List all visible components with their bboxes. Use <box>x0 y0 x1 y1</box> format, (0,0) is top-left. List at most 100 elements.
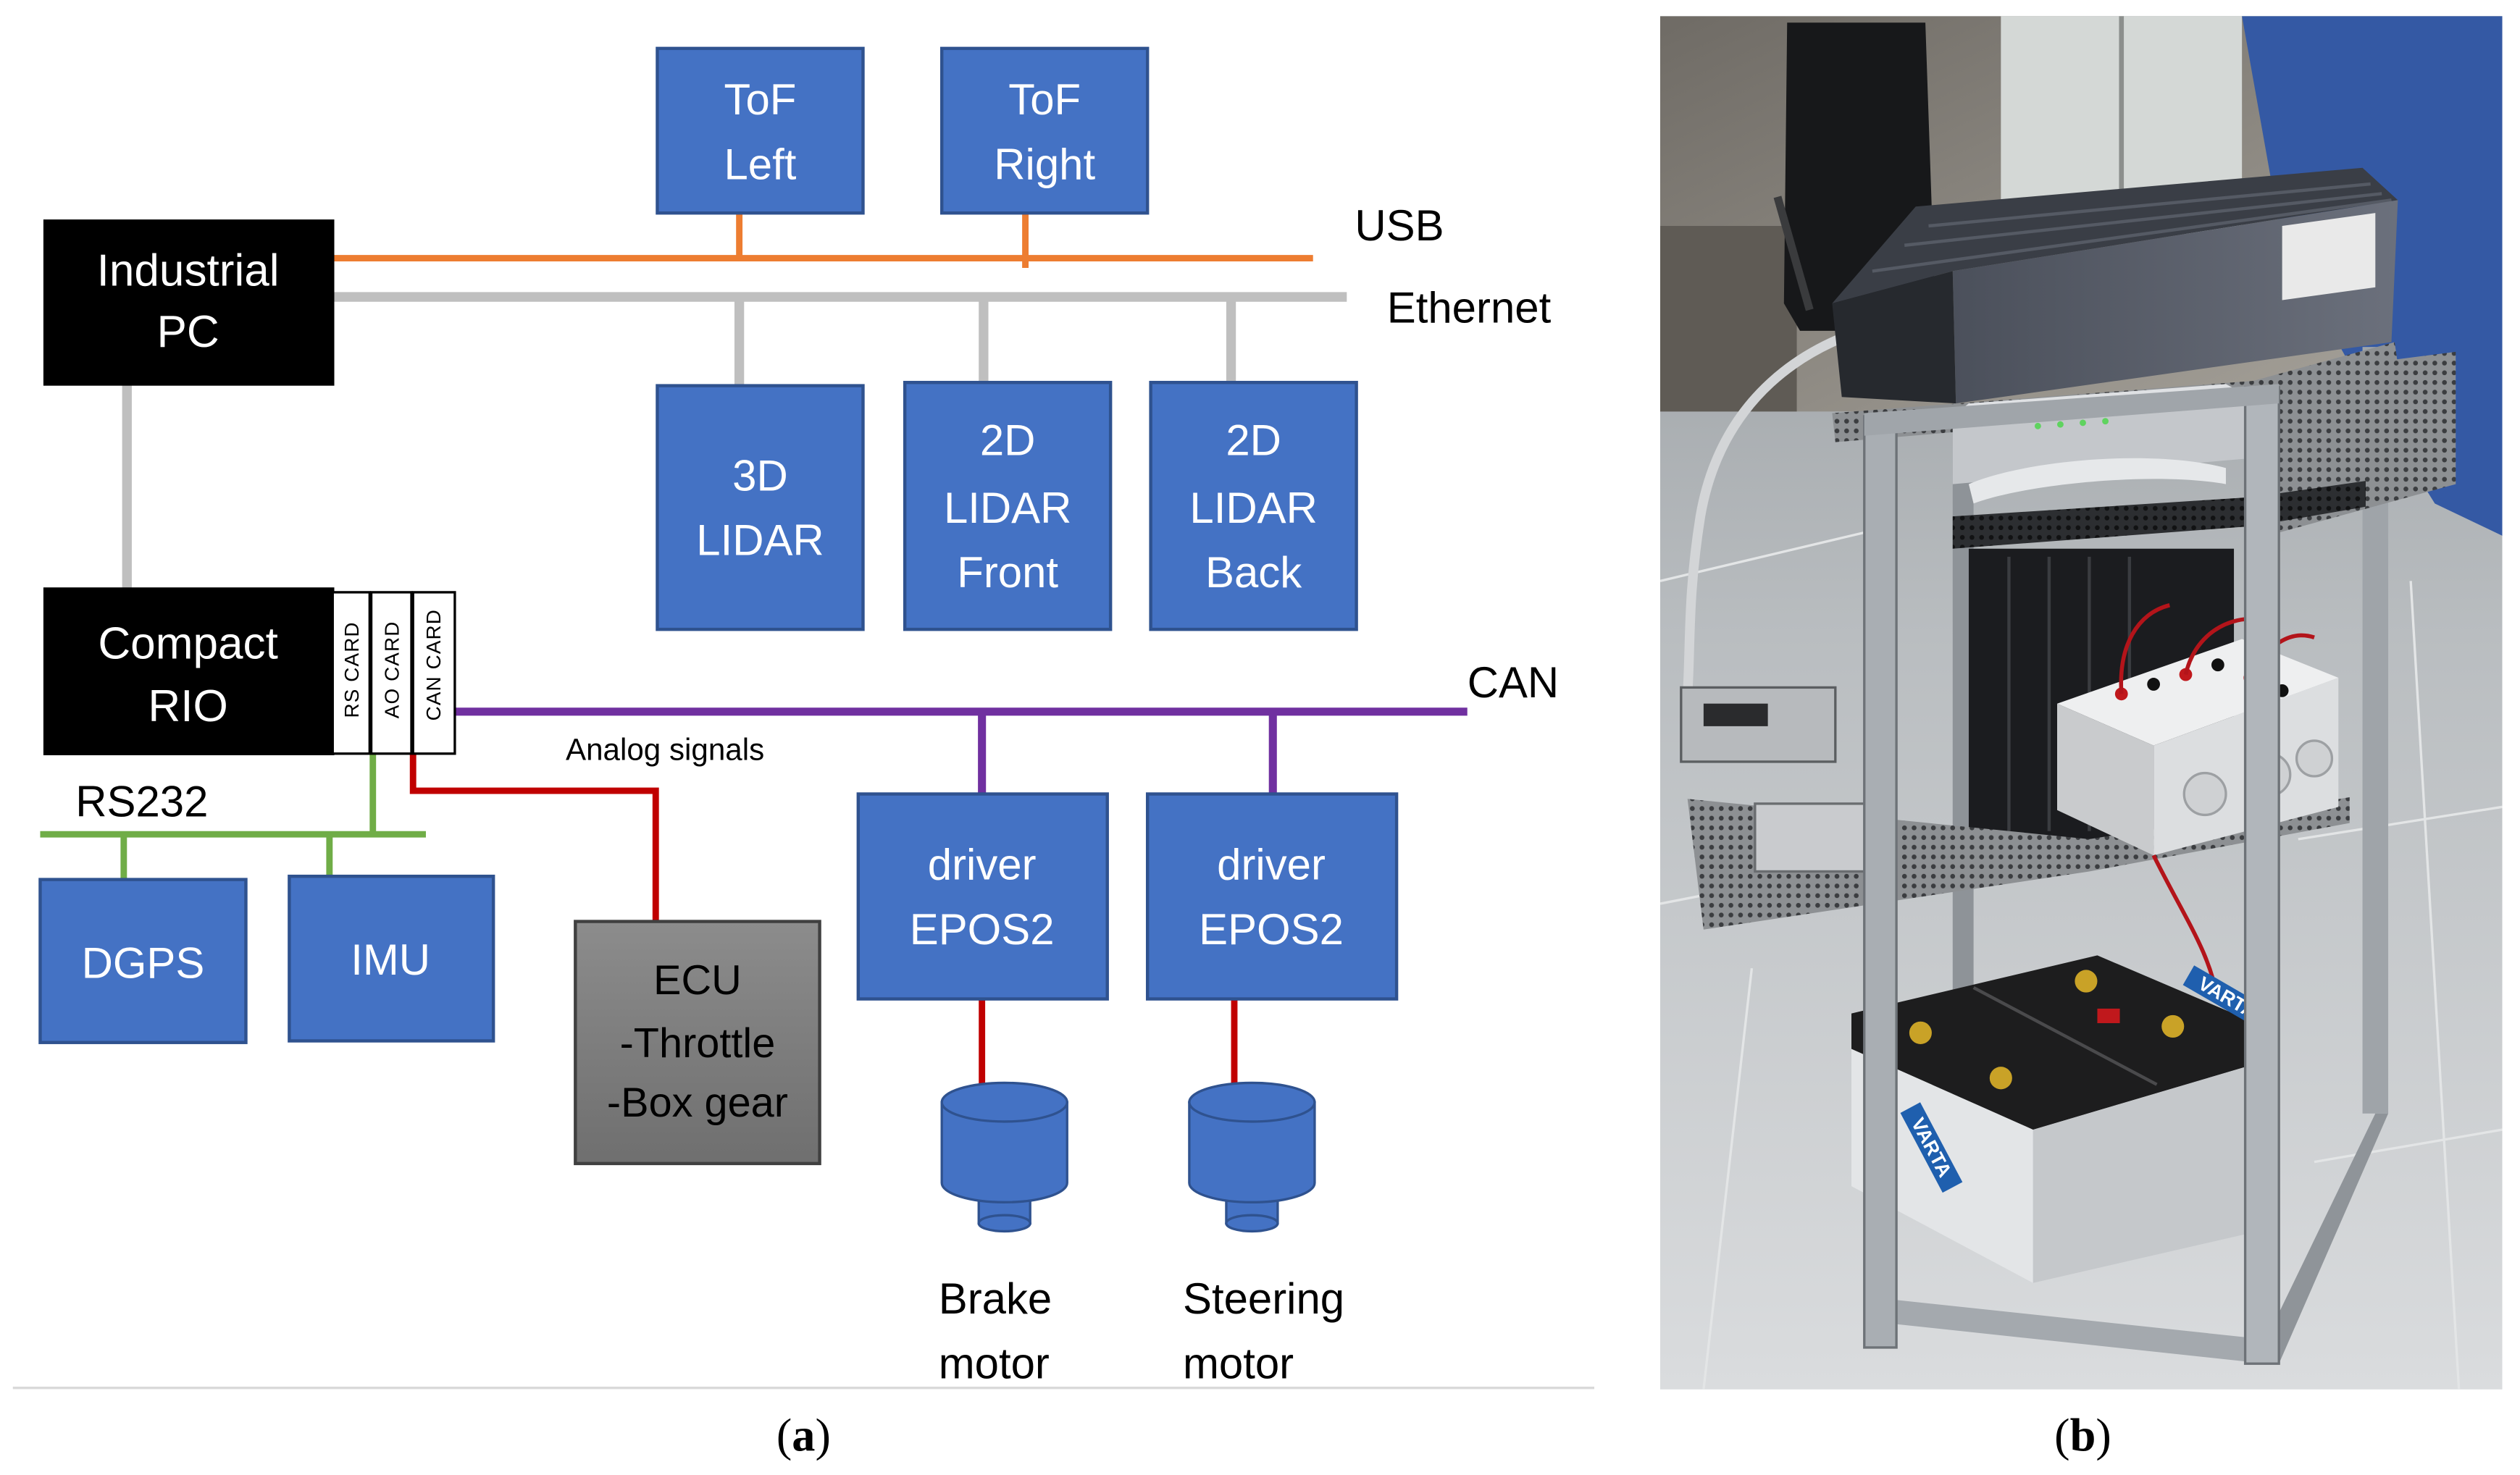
tof-left-label-line-1: ToF <box>724 75 797 124</box>
analog-signal-line-group: Analog signals <box>409 733 764 922</box>
photo-grey-cable <box>1683 314 1906 694</box>
compact-rio-node: Compact RIO RS CARD AO CARD CAN CARD <box>43 587 456 756</box>
switch-led <box>2057 421 2064 428</box>
lidar-2d-back-label-line-3: Back <box>1205 548 1302 597</box>
rs-card-slot <box>331 591 371 755</box>
tof-left-label-line-2: Left <box>724 140 797 188</box>
rack-bottom-frame-side <box>2266 1113 2389 1364</box>
battery-terminal <box>1989 1067 2012 1090</box>
brake-motor-shaft-end <box>977 1214 1031 1233</box>
photo-switch-leds <box>2034 418 2109 429</box>
switch-led <box>2102 418 2109 425</box>
brake-motor-top <box>940 1081 1068 1123</box>
compact-rio-label-line-2: RIO <box>148 681 227 731</box>
brake-motor-label-line-1: Brake <box>939 1274 1052 1323</box>
photo-battery-front-right <box>2033 1056 2280 1283</box>
pc-fin <box>1872 198 2392 273</box>
photo-router <box>1968 458 2226 504</box>
driver-steering-label-line-2: EPOS2 <box>1199 905 1344 954</box>
photo-junction-box-side <box>2057 703 2154 856</box>
tof-right-box <box>939 46 1150 215</box>
caption-a-open: ( <box>776 1409 792 1461</box>
ecu-node: ECU -Throttle -Box gear <box>574 920 821 1166</box>
usb-bus: USB <box>332 201 1444 268</box>
ethernet-bus: Ethernet <box>122 284 1552 589</box>
ecu-label-line-1: ECU <box>653 957 742 1004</box>
caption-a-letter: a <box>792 1409 815 1461</box>
floor-tile-line <box>2314 1128 2503 1164</box>
tof-right-node: ToF Right <box>939 46 1150 215</box>
lidar-2d-front-box <box>903 380 1113 631</box>
ethernet-label: Ethernet <box>1387 284 1552 332</box>
steering-motor-shaft-end <box>1225 1214 1279 1233</box>
imu-node: IMU <box>288 874 495 1043</box>
photo-shelf-device <box>1754 802 1869 873</box>
industrial-pc-label-line-1: Industrial <box>97 245 280 295</box>
usb-label: USB <box>1355 201 1444 250</box>
steering-motor-body <box>1188 1101 1316 1204</box>
photo-pc-sticker <box>2282 213 2376 301</box>
can-bus: CAN <box>454 658 1559 794</box>
driver-steering-box <box>1145 792 1399 1001</box>
panel-a-diagram: USB Ethernet CAN Analog signals RS232 <box>12 46 1594 1390</box>
lidar-3d-box <box>656 384 865 631</box>
lidar-3d-node: 3D LIDAR <box>656 384 865 631</box>
rack-post-front-left <box>1863 415 1898 1349</box>
industrial-pc-node: Industrial PC <box>43 219 335 386</box>
industrial-pc-label-line-2: PC <box>156 307 219 357</box>
rack-bottom-frame-front <box>1888 1299 2266 1364</box>
lidar-2d-back-label-line-2: LIDAR <box>1189 484 1317 532</box>
rack-post-front-right <box>2243 386 2280 1365</box>
caption-b: (b) <box>2054 1409 2111 1461</box>
industrial-pc-box <box>43 219 335 386</box>
caption-b-open: ( <box>2054 1409 2069 1461</box>
steering-motor-label-line-2: motor <box>1183 1339 1294 1387</box>
lidar-2d-front-label-line-2: LIDAR <box>944 484 1071 532</box>
caption-a-close: ) <box>815 1409 830 1461</box>
ecu-box <box>574 920 821 1166</box>
panel-b-photo: VARTA VARTA <box>1659 16 2503 1390</box>
ao-card-slot <box>369 591 413 755</box>
driver-brake-node: driver EPOS2 <box>856 792 1109 1001</box>
ecu-label-line-2: -Throttle <box>620 1020 776 1067</box>
brake-motor-body <box>940 1101 1068 1204</box>
can-card-slot <box>411 591 456 755</box>
photo-antenna <box>1773 196 1814 311</box>
rs-card-label: RS CARD <box>340 621 363 718</box>
junction-knob <box>2295 739 2334 778</box>
analog-signal-line <box>409 753 659 922</box>
lidar-2d-front-node: 2D LIDAR Front <box>903 380 1113 631</box>
steering-motor-label-line-1: Steering <box>1183 1274 1344 1323</box>
dgps-label: DGPS <box>82 938 205 987</box>
tof-right-label-line-2: Right <box>994 140 1095 188</box>
pc-fin <box>1928 182 2371 228</box>
caption-b-letter: b <box>2070 1409 2096 1461</box>
imu-label: IMU <box>351 936 430 984</box>
lidar-3d-label-line-1: 3D <box>732 451 788 500</box>
lidar-3d-label-line-2: LIDAR <box>696 516 824 565</box>
tof-right-label-line-1: ToF <box>1008 75 1081 124</box>
floor-tile-line <box>1702 968 1754 1390</box>
photo-pc-side <box>1832 271 1956 404</box>
driver-steering-label-line-1: driver <box>1217 841 1326 889</box>
tof-left-node: ToF Left <box>656 46 865 215</box>
photo-battery-top <box>1851 955 2280 1130</box>
ecu-label-line-3: -Box gear <box>607 1080 788 1126</box>
photo-pc-top <box>1832 167 2398 303</box>
lidar-2d-front-label-line-1: 2D <box>980 416 1036 464</box>
compact-rio-box <box>43 587 335 756</box>
steering-motor-icon: Steering motor <box>1183 1081 1344 1387</box>
terminal-black <box>2147 678 2160 691</box>
steering-motor-top <box>1188 1081 1316 1123</box>
switch-led <box>2034 422 2041 429</box>
red-wire <box>2119 603 2171 694</box>
battery-logo-band <box>1900 1102 1963 1193</box>
driver-steering-node: driver EPOS2 <box>1145 792 1399 1001</box>
photo-battery-red-cap <box>2097 1008 2120 1023</box>
imu-box <box>288 874 495 1043</box>
junction-knob <box>2182 771 2227 817</box>
battery-terminal <box>2161 1014 2185 1038</box>
floor-tile-line <box>2409 581 2461 1390</box>
lidar-2d-back-node: 2D LIDAR Back <box>1149 380 1358 631</box>
